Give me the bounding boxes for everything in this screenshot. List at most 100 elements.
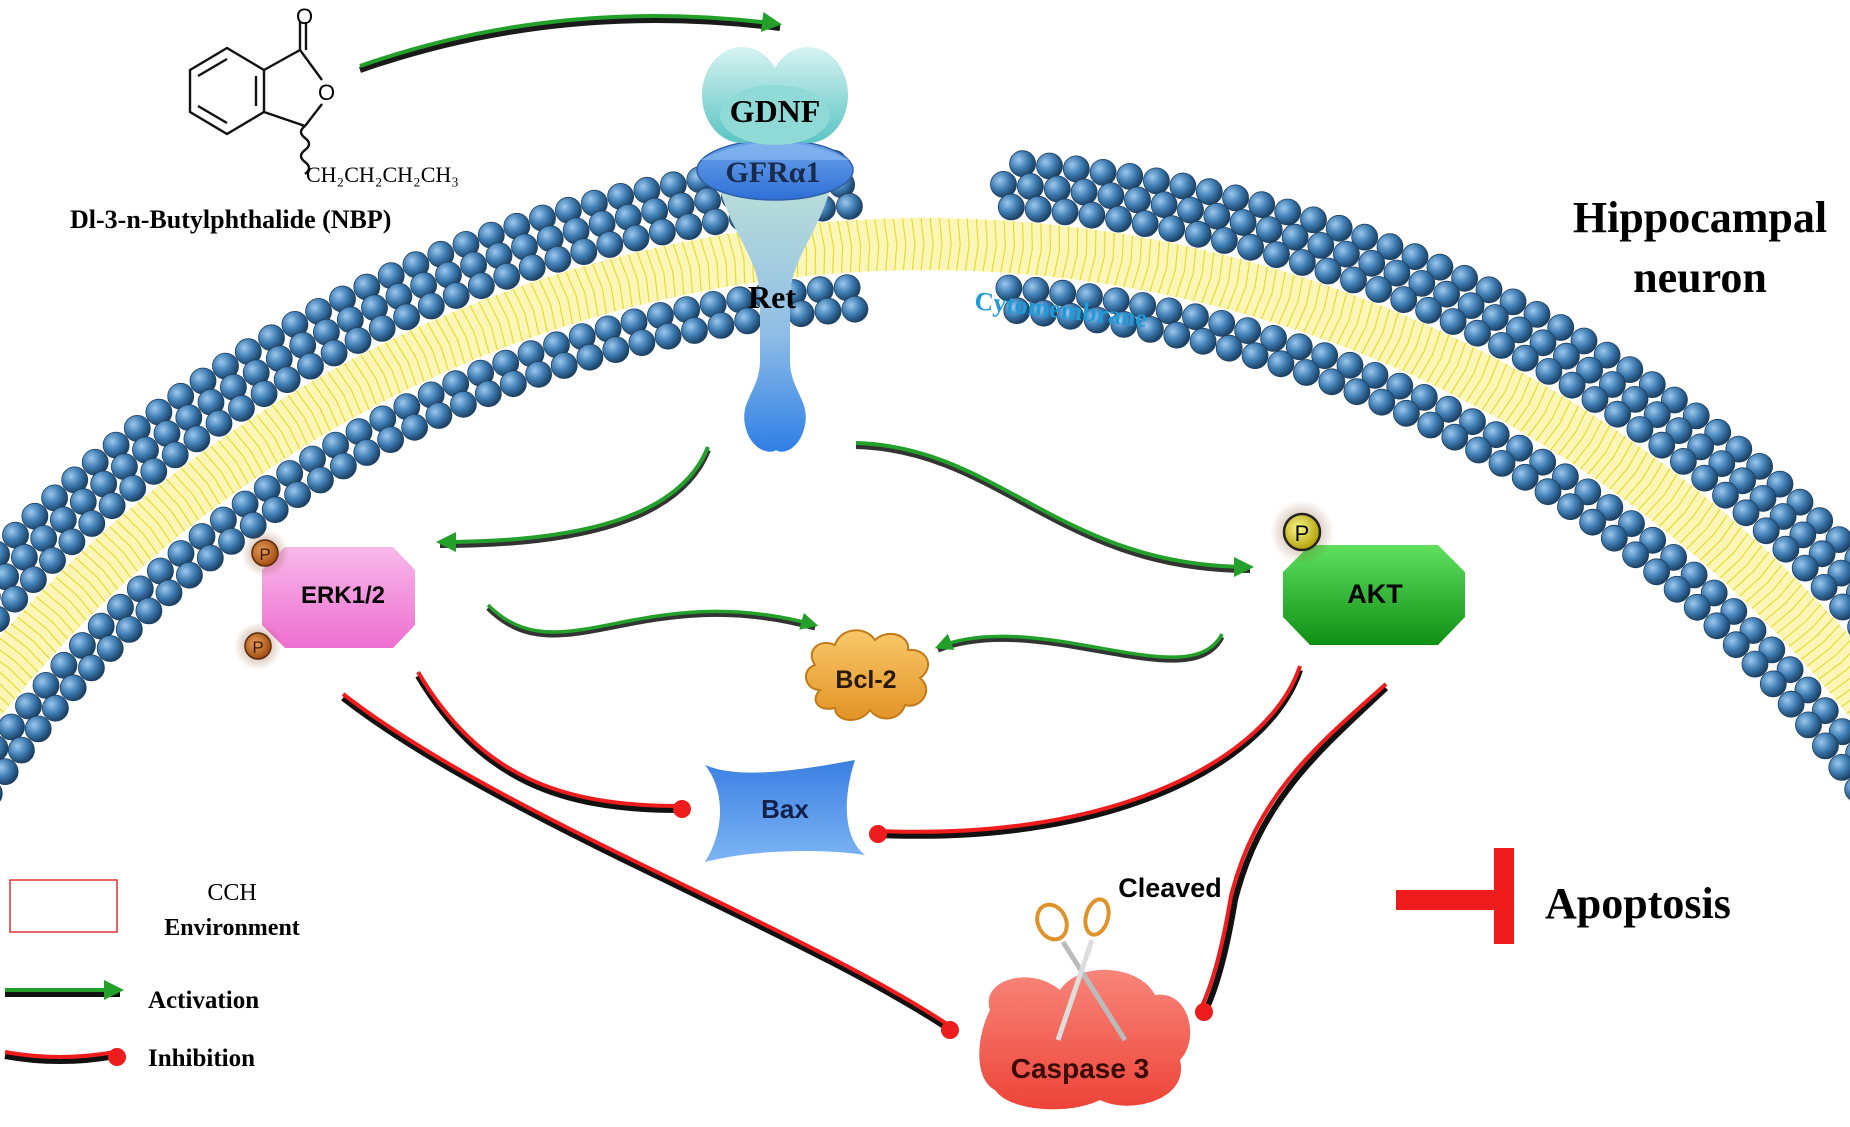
- legend: [4, 879, 126, 1066]
- lipid-head: [1097, 182, 1125, 210]
- lipid-head: [1105, 205, 1132, 233]
- lipid-head: [1847, 618, 1850, 636]
- cleaved-label: Cleaved: [1118, 873, 1222, 903]
- lipid-head: [78, 510, 106, 537]
- lipid-head: [140, 457, 168, 485]
- lipid-head: [1234, 317, 1262, 345]
- lipid-head: [1124, 186, 1151, 214]
- lipid-head: [1600, 524, 1628, 552]
- erk-phospho-label-bottom: P: [252, 638, 263, 657]
- lipid-head: [7, 736, 35, 764]
- lipid-head: [1683, 593, 1711, 621]
- lipid-head: [15, 692, 42, 720]
- ring-oxygen: O: [318, 80, 335, 105]
- lipid-head: [442, 282, 470, 309]
- lipid-head: [1333, 240, 1360, 268]
- lipid-head: [836, 192, 863, 220]
- akt-node: [1270, 500, 1465, 645]
- nbp-structure: [188, 22, 323, 175]
- lipid-head: [681, 317, 708, 344]
- lipid-head: [1051, 198, 1079, 226]
- lipid-head: [544, 245, 572, 273]
- bcl2-label: Bcl-2: [835, 666, 896, 694]
- lipid-head: [1155, 297, 1183, 325]
- lipid-head: [1488, 449, 1516, 477]
- lipid-head: [0, 713, 25, 741]
- lipid-head: [1417, 411, 1445, 439]
- lipid-head: [814, 297, 842, 325]
- erk-to-bcl2-arrow: [486, 603, 819, 638]
- side-chain: CH₂CH₂CH₂CH₃: [306, 162, 459, 187]
- lipid-head: [1030, 299, 1058, 327]
- akt-label: AKT: [1347, 579, 1403, 609]
- lipid-head: [20, 566, 47, 593]
- lipid-head: [1110, 310, 1138, 338]
- lipid-head: [1150, 191, 1178, 219]
- lipid-head: [1255, 216, 1283, 244]
- lipid-head: [0, 541, 10, 568]
- lipid-head: [1351, 223, 1379, 251]
- gdnf-label: GDNF: [730, 93, 821, 129]
- erk-node: [234, 529, 415, 670]
- lipid-head: [1459, 408, 1486, 436]
- lipid-head: [1593, 341, 1621, 369]
- bcl2-node: [805, 629, 930, 721]
- lipid-head: [628, 329, 656, 357]
- lipid-head: [393, 303, 421, 331]
- lipid-head: [1089, 158, 1117, 186]
- erk-inhibits-caspase: [341, 692, 959, 1039]
- lipid-head: [1557, 493, 1584, 521]
- lipid-head: [1415, 296, 1442, 324]
- lipid-head: [1777, 690, 1805, 718]
- ret-to-erk-arrow: [436, 446, 711, 552]
- lipid-head: [0, 735, 9, 761]
- lipid-head: [1208, 309, 1236, 337]
- lipid-head: [1137, 315, 1164, 343]
- lipid-head: [39, 547, 66, 574]
- lipid-head: [1131, 210, 1159, 238]
- lipid-head: [1195, 178, 1223, 206]
- lipid-head: [155, 579, 183, 607]
- lipid-head: [576, 343, 604, 371]
- lipid-head: [1408, 269, 1436, 297]
- lipid-head: [707, 311, 735, 339]
- lipid-head: [1017, 172, 1044, 200]
- lipid-head: [1009, 150, 1036, 178]
- lipid-head: [196, 544, 224, 572]
- erk-label: ERK1/2: [301, 582, 385, 609]
- lipid-head: [1795, 711, 1822, 739]
- lipid-head: [1475, 276, 1503, 304]
- scissors-icon: [1035, 897, 1128, 1042]
- lipid-head: [1343, 378, 1371, 406]
- lipid-head: [1604, 400, 1631, 428]
- lipid-head: [183, 425, 211, 453]
- lipid-head: [0, 606, 10, 633]
- lipid-head: [1057, 302, 1084, 330]
- lipid-head: [1083, 306, 1111, 334]
- lipid-head: [329, 452, 357, 480]
- carbonyl-oxygen: O: [296, 4, 313, 29]
- cch-legend-line2: Environment: [164, 915, 300, 941]
- lipid-head: [320, 339, 348, 367]
- lipid-head: [0, 785, 3, 802]
- lipid-head: [1184, 220, 1212, 248]
- ret-to-akt-arrow: [855, 441, 1254, 577]
- inhibition-symbol: [1396, 848, 1514, 944]
- lipid-head: [1325, 214, 1353, 242]
- lipid-head: [1237, 233, 1264, 261]
- cytomembrane: [0, 149, 1850, 802]
- lipid-head: [997, 193, 1025, 221]
- lipid-head: [1163, 321, 1191, 349]
- lipid-head: [1638, 371, 1666, 399]
- lipid-head: [368, 314, 396, 342]
- lipid-head: [1741, 650, 1769, 678]
- erk-phospho-label-top: P: [259, 545, 270, 564]
- lipid-head: [1289, 249, 1316, 276]
- lipid-head: [493, 262, 521, 290]
- lipid-head: [1626, 416, 1654, 443]
- lipid-head: [1229, 209, 1257, 236]
- lipid-head: [1488, 331, 1515, 359]
- akt-inhibits-bax: [869, 665, 1303, 843]
- cell-title-line2: neuron: [1633, 253, 1767, 302]
- lipid-head: [58, 528, 86, 556]
